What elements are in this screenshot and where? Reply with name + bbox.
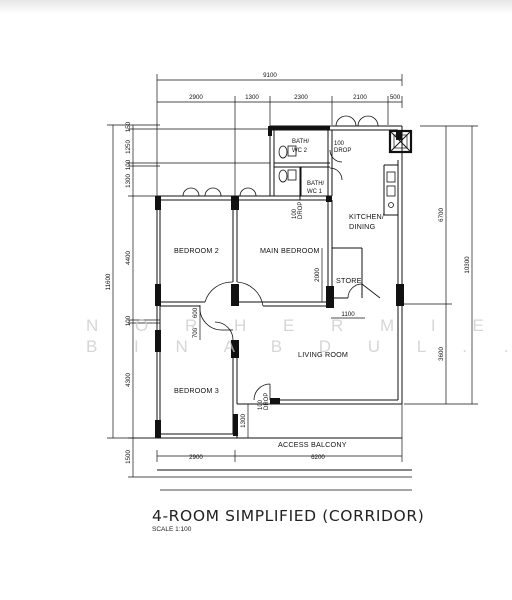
room-labels: BEDROOM 2 MAIN BEDROOM BEDROOM 3 LIVING … xyxy=(174,139,384,449)
dim-top-3: 2300 xyxy=(294,94,308,101)
plan-title: 4-ROOM SIMPLIFIED (CORRIDOR) xyxy=(152,507,425,525)
dim-right-1: 6700 xyxy=(438,208,445,222)
dim-inner-2: 1100 xyxy=(341,311,355,318)
label-bedroom-3: BEDROOM 3 xyxy=(174,386,219,395)
drop-1-value: 100 xyxy=(334,141,345,147)
dim-top-2: 1300 xyxy=(245,94,259,101)
structural-columns xyxy=(155,126,404,438)
drop-2-label: DROP xyxy=(298,202,304,219)
drop-3-value: 100 xyxy=(258,399,264,410)
dim-left-5: 4400 xyxy=(125,251,132,265)
dim-left-3: 100 xyxy=(125,159,132,170)
drop-3-label: DROP xyxy=(264,393,270,410)
dim-inner-4: 700 xyxy=(192,327,199,338)
refuse-chute-icon xyxy=(388,129,413,154)
drop-labels: 100 DROP 100 DROP 100 DROP xyxy=(258,141,351,410)
watermark-line-2: B I N A B D U L . . xyxy=(86,337,512,356)
dimension-labels: 9100 2900 1300 2300 2100 500 11600 150 1… xyxy=(105,72,471,464)
label-access-balcony: ACCESS BALCONY xyxy=(278,440,347,449)
drop-2-value: 100 xyxy=(292,208,298,219)
label-main-bedroom: MAIN BEDROOM xyxy=(260,246,320,255)
label-kitchen-1: KITCHEN/ xyxy=(349,212,384,221)
watermark-line-1: N O R H E R M I E xyxy=(86,316,500,335)
dim-left-1: 150 xyxy=(125,121,132,132)
dim-left-overall: 11600 xyxy=(105,273,112,290)
dim-top-4: 2100 xyxy=(353,94,367,101)
watermark: N O R H E R M I E B I N A B D U L . . xyxy=(86,316,512,356)
dim-top-overall: 9100 xyxy=(263,72,277,79)
label-kitchen-2: DINING xyxy=(349,222,376,231)
label-living-room: LIVING ROOM xyxy=(298,350,348,359)
dim-bottom-2: 6200 xyxy=(311,454,325,461)
dim-bottom-1: 2900 xyxy=(189,454,203,461)
label-bath-1-a: BATH/ xyxy=(307,181,325,187)
top-shading xyxy=(0,0,512,14)
drop-1-label: DROP xyxy=(334,148,351,154)
label-bath-2-a: BATH/ xyxy=(292,139,310,145)
label-bath-2-b: WC 2 xyxy=(292,148,308,154)
dimension-lines xyxy=(107,74,478,491)
dim-right-2: 10300 xyxy=(464,256,471,274)
dim-left-8: 1500 xyxy=(125,450,132,464)
dim-top-5: 500 xyxy=(390,94,401,101)
dim-inner-3: 600 xyxy=(192,307,199,318)
dim-inner-5: 1300 xyxy=(240,414,247,428)
dim-left-7: 4300 xyxy=(125,373,132,387)
label-store: STORE xyxy=(336,276,362,285)
walls xyxy=(156,125,412,471)
door-swings xyxy=(182,115,396,401)
label-bedroom-2: BEDROOM 2 xyxy=(174,246,219,255)
dim-left-4: 1300 xyxy=(125,174,132,188)
dim-left-6: 100 xyxy=(125,315,132,326)
plan-scale: SCALE 1:100 xyxy=(152,526,192,533)
dim-left-2: 1250 xyxy=(125,140,132,154)
dim-right-3: 3600 xyxy=(438,347,445,361)
dim-inner-1: 2000 xyxy=(314,268,321,282)
label-bath-1-b: WC 1 xyxy=(307,189,323,195)
dim-top-1: 2900 xyxy=(189,94,203,101)
